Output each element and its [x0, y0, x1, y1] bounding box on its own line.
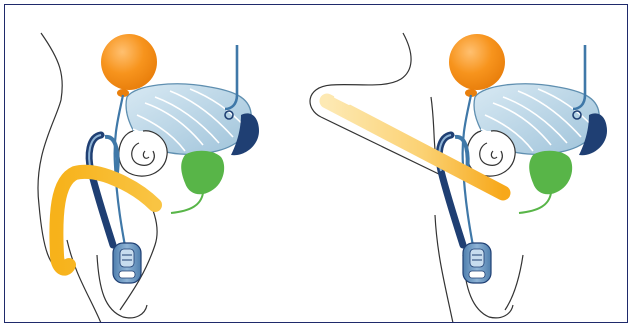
- prostate: [181, 151, 224, 195]
- leg-outline: [435, 215, 453, 323]
- scrotal-pump: [463, 243, 491, 283]
- penile-implant-diagram: [5, 5, 628, 323]
- pubic-bone: [467, 131, 515, 176]
- cylinder-loop: [439, 135, 463, 245]
- thigh-outline: [67, 240, 101, 323]
- panel-flaccid: [38, 33, 259, 323]
- panel-erect: [310, 33, 607, 323]
- reservoir-sphere: [449, 34, 505, 90]
- reservoir-sphere: [101, 34, 157, 90]
- leg-outline-right: [505, 255, 523, 310]
- scrotal-pump: [113, 243, 141, 283]
- prostate: [529, 151, 572, 195]
- illustration-frame: [4, 4, 628, 323]
- pubic-bone: [119, 131, 167, 176]
